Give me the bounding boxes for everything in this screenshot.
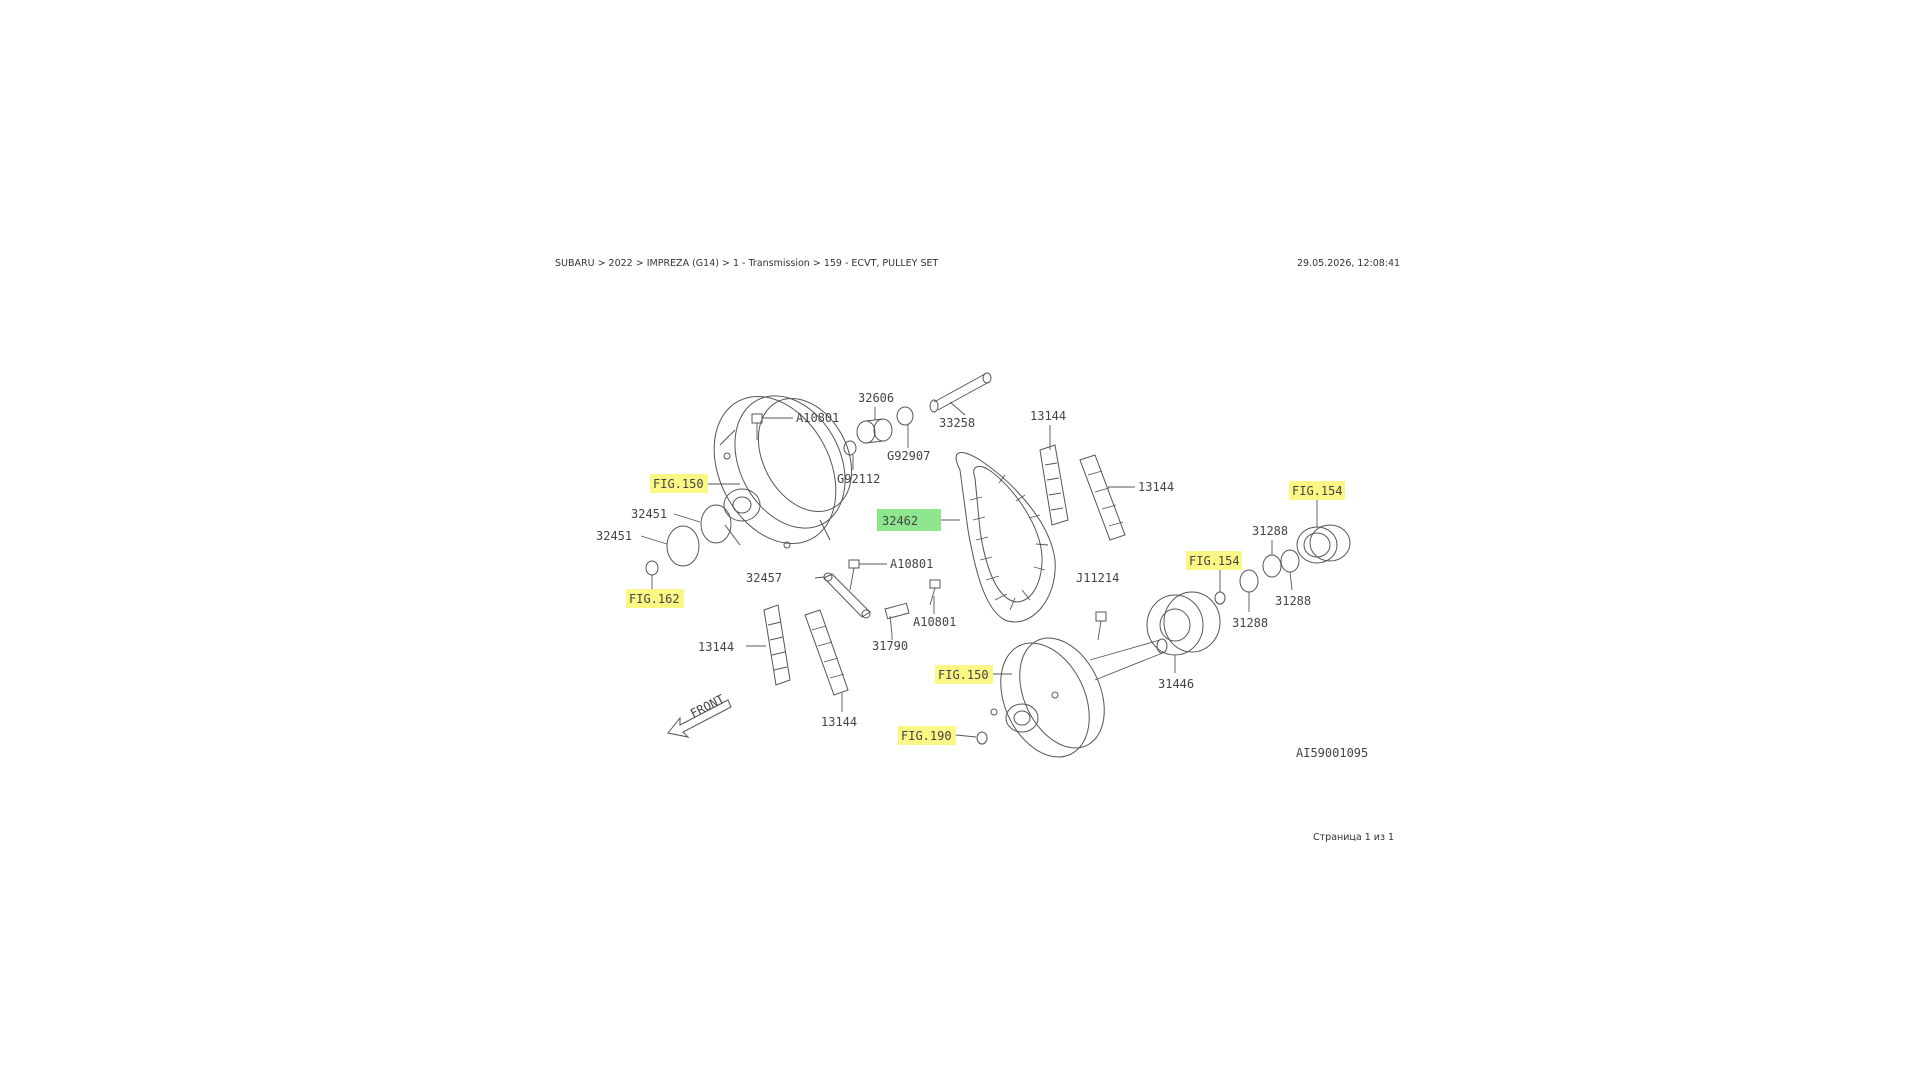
fig190-highlight bbox=[898, 726, 956, 745]
belt-32462 bbox=[955, 452, 1056, 623]
label-31288-right: 31288 bbox=[1275, 594, 1311, 608]
label-fig162: FIG.162 bbox=[629, 592, 680, 606]
label-13144-bottom: 13144 bbox=[821, 715, 857, 729]
breadcrumb: SUBARU > 2022 > IMPREZA (G14) > 1 - Tran… bbox=[555, 258, 939, 269]
label-31446: 31446 bbox=[1158, 677, 1194, 691]
ring-31288-bottom bbox=[1239, 569, 1259, 593]
label-13144-top: 13144 bbox=[1030, 409, 1066, 423]
label-fig150-left: FIG.150 bbox=[653, 477, 704, 491]
ring-32451-a bbox=[700, 504, 732, 544]
bolt-a10801-mid bbox=[848, 559, 860, 591]
leader-lines bbox=[640, 401, 1318, 738]
fig162-highlight bbox=[626, 589, 684, 608]
label-32451-a: 32451 bbox=[631, 507, 667, 521]
guide-13144-top bbox=[1039, 444, 1069, 526]
guide-13144-bottom bbox=[804, 609, 849, 696]
primary-pulley bbox=[713, 395, 853, 549]
bearing-31446 bbox=[1146, 591, 1221, 656]
print-timestamp: 29.05.2026, 12:08:41 bbox=[1297, 258, 1401, 269]
fig150-left-highlight bbox=[650, 474, 708, 493]
sleeve-32606 bbox=[856, 418, 893, 444]
label-g92112: G92112 bbox=[837, 472, 880, 486]
ring-31288-right bbox=[1280, 549, 1300, 573]
bolt-a10801-top bbox=[751, 413, 763, 440]
o-ring-fig162 bbox=[645, 560, 659, 576]
label-a10801-low: A10801 bbox=[913, 615, 956, 629]
label-32462: 32462 bbox=[882, 514, 918, 528]
front-arrow-icon: FRONT bbox=[667, 692, 732, 738]
label-j11214: J11214 bbox=[1076, 571, 1119, 585]
ring-32451-b bbox=[666, 525, 700, 567]
lever-32457 bbox=[823, 572, 871, 619]
label-fig190: FIG.190 bbox=[901, 729, 952, 743]
shaft-33258 bbox=[929, 372, 992, 413]
label-a10801-mid: A10801 bbox=[890, 557, 933, 571]
bolt-j11214 bbox=[1095, 611, 1107, 641]
label-a10801-top: A10801 bbox=[796, 411, 839, 425]
bolt-a10801-low bbox=[929, 579, 941, 606]
o-ring-g92112 bbox=[843, 440, 857, 456]
label-31288-top: 31288 bbox=[1252, 524, 1288, 538]
o-ring-fig154-mid bbox=[1214, 591, 1226, 605]
diagram-code: AI59001095 bbox=[1296, 746, 1368, 760]
fig154-right-highlight bbox=[1289, 481, 1345, 500]
fig150-bottom-highlight bbox=[935, 665, 993, 684]
label-g92907: G92907 bbox=[887, 449, 930, 463]
secondary-pulley bbox=[990, 637, 1168, 758]
guide-13144-right bbox=[1079, 454, 1126, 541]
label-13144-right: 13144 bbox=[1138, 480, 1174, 494]
32462-highlight bbox=[877, 509, 941, 531]
label-32457: 32457 bbox=[746, 571, 782, 585]
label-31288-bottom: 31288 bbox=[1232, 616, 1268, 630]
o-ring-fig190 bbox=[976, 731, 988, 745]
label-32606: 32606 bbox=[858, 391, 894, 405]
label-fig154-mid: FIG.154 bbox=[1189, 554, 1240, 568]
fig154-mid-highlight bbox=[1186, 551, 1242, 570]
ring-31288-top bbox=[1262, 554, 1282, 578]
pagination-text: Страница 1 из 1 bbox=[1313, 832, 1395, 843]
sensor-31790 bbox=[884, 602, 910, 636]
bearing-fig154-right bbox=[1296, 524, 1351, 564]
guide-13144-left bbox=[763, 604, 791, 686]
label-31790: 31790 bbox=[872, 639, 908, 653]
label-32451-b: 32451 bbox=[596, 529, 632, 543]
label-fig150-bottom: FIG.150 bbox=[938, 668, 989, 682]
o-ring-g92907 bbox=[896, 406, 914, 426]
label-33258: 33258 bbox=[939, 416, 975, 430]
front-label: FRONT bbox=[688, 692, 727, 721]
label-13144-left: 13144 bbox=[698, 640, 734, 654]
label-fig154-right: FIG.154 bbox=[1292, 484, 1343, 498]
